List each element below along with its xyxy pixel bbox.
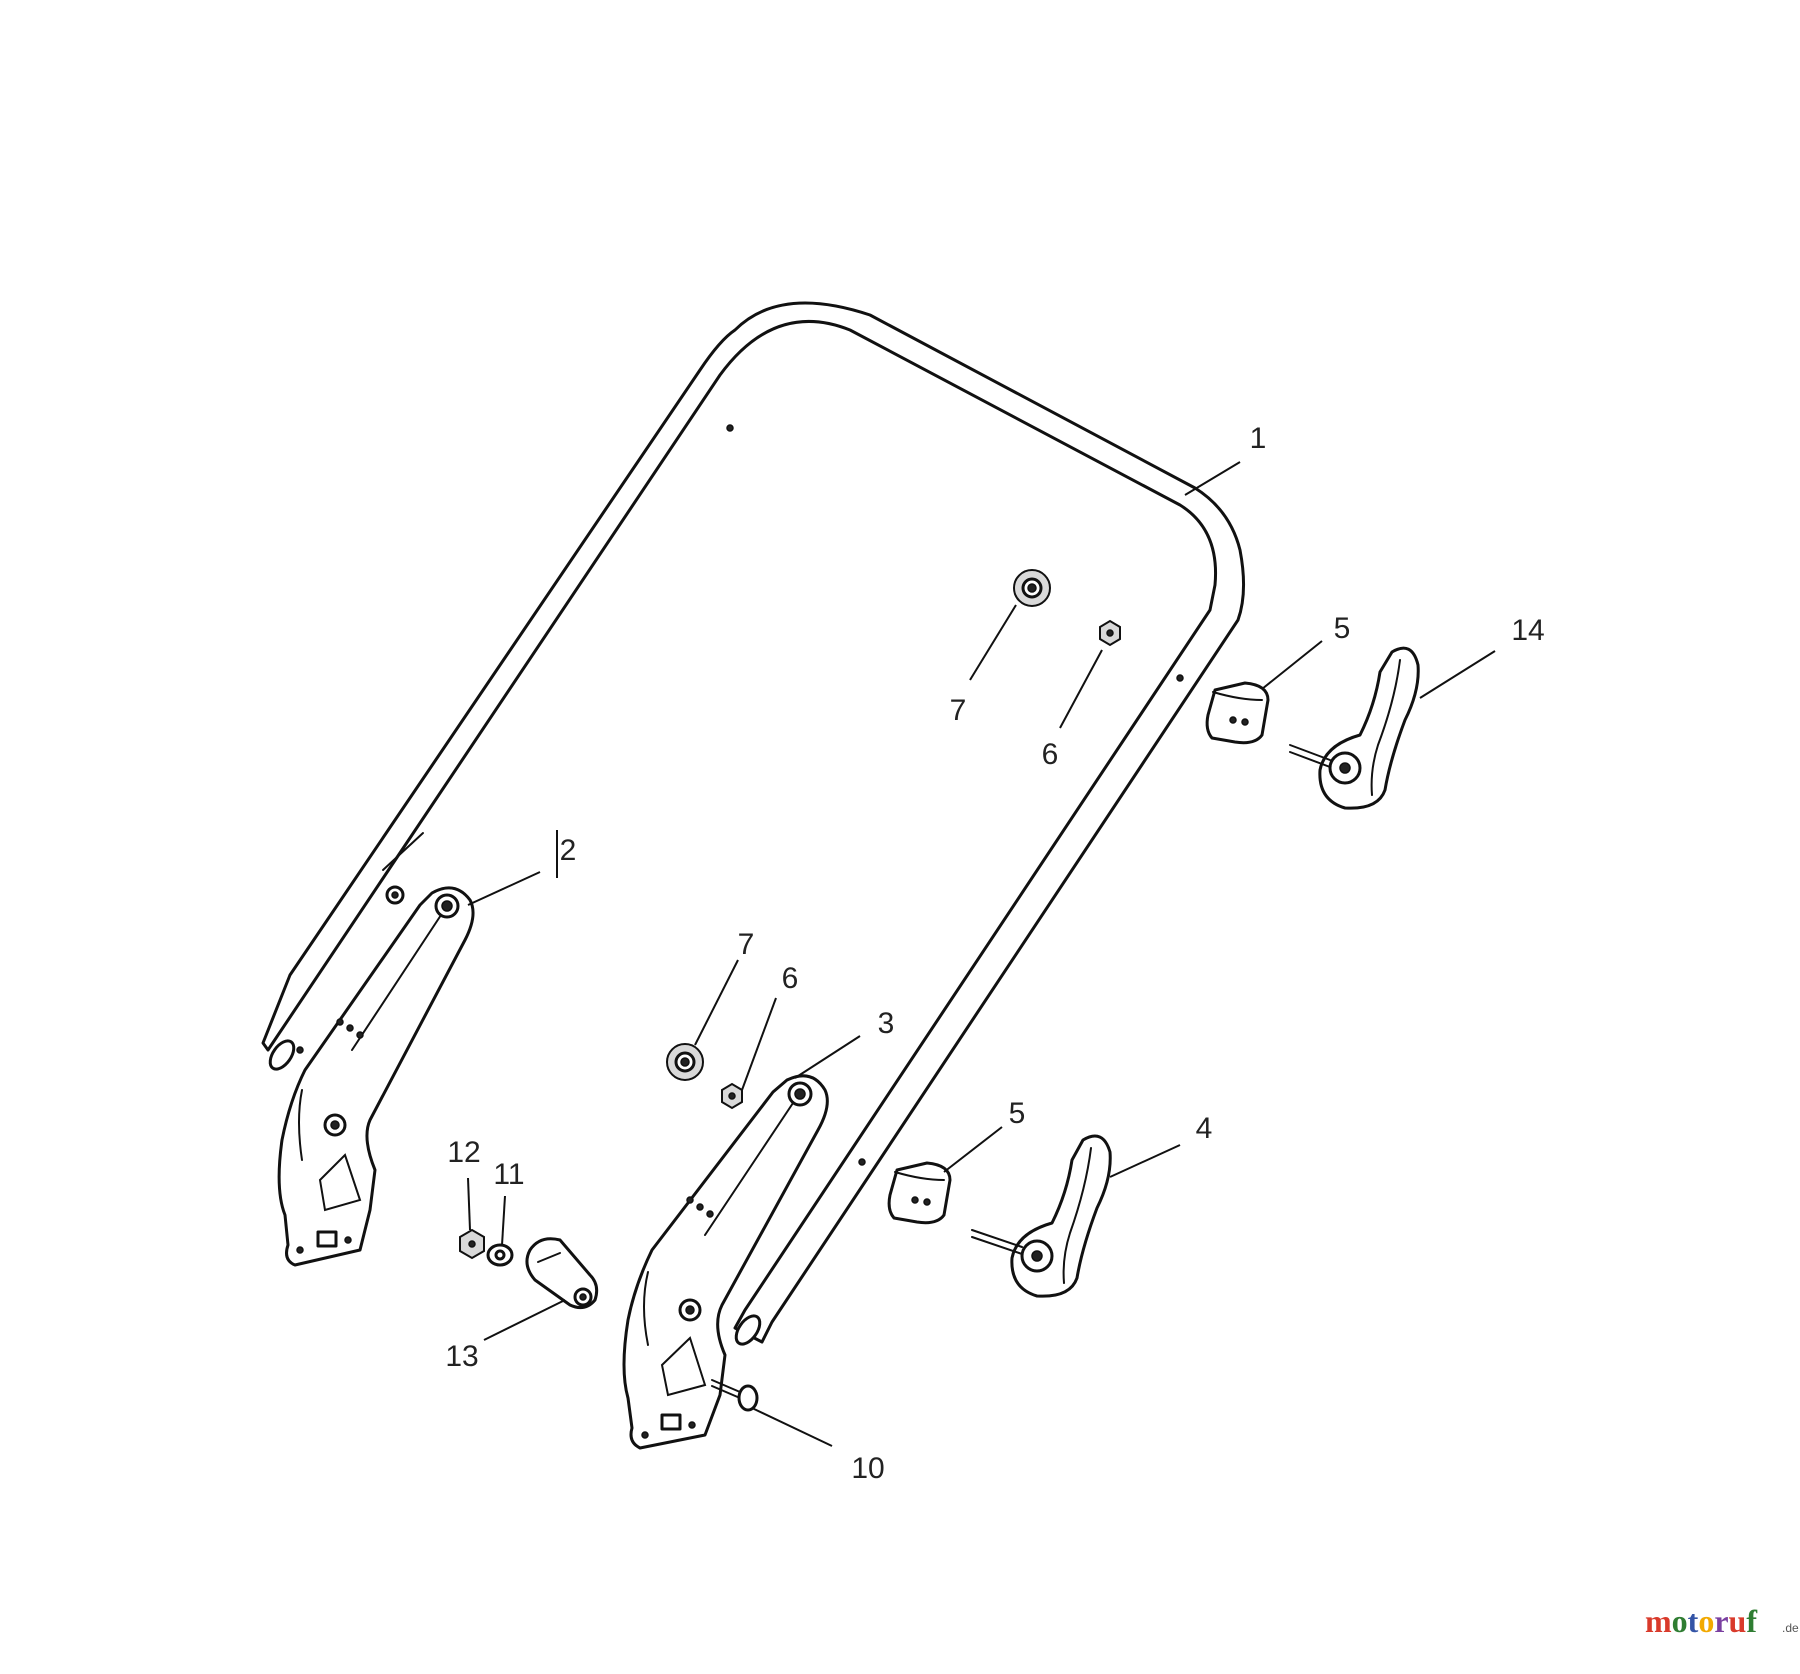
lever-part-4	[971, 1134, 1112, 1298]
callout-3: 3	[878, 1007, 895, 1040]
callout-5-upper: 5	[1334, 612, 1351, 645]
callout-11: 11	[493, 1158, 524, 1191]
leader-7-upper	[969, 604, 1017, 681]
handle-bar-part-1	[261, 301, 1246, 1346]
leader-12	[467, 1177, 471, 1231]
svg-text:motoruf: motoruf	[1645, 1603, 1757, 1639]
callout-6-upper: 6	[1042, 738, 1059, 771]
nut-part-6-upper	[1099, 619, 1121, 647]
watermark-logo: motoruf .de	[1645, 1603, 1799, 1639]
callout-1: 1	[1250, 422, 1267, 455]
right-bracket-part-3	[622, 1074, 829, 1450]
leader-1	[1184, 461, 1241, 496]
callout-5-lower: 5	[1009, 1097, 1026, 1130]
callout-6-lower: 6	[782, 962, 799, 995]
washer-part-11	[486, 1243, 514, 1267]
leader-14	[1419, 650, 1496, 699]
callout-13: 13	[445, 1340, 478, 1373]
callout-2: 2	[560, 834, 577, 867]
leader-5-lower	[943, 1126, 1003, 1173]
leader-3	[794, 1035, 861, 1079]
star-nut-part-7-lower	[666, 1043, 704, 1081]
leader-4	[1109, 1144, 1181, 1178]
callout-7-upper: 7	[950, 694, 967, 727]
screw-part-10	[711, 1379, 759, 1412]
left-bracket-part-2	[277, 886, 475, 1267]
lever-part-14	[1289, 646, 1420, 810]
callout-12: 12	[447, 1136, 480, 1169]
callout-labels: 1 2 3 4 5 5 6 6 7 7 10 11 12 13 14	[445, 422, 1544, 1485]
leader-5-upper	[1261, 640, 1323, 690]
leader-13	[483, 1299, 566, 1341]
link-arm-part-13	[525, 1237, 599, 1310]
leader-7-lower	[694, 959, 739, 1046]
star-nut-part-7-upper	[1013, 569, 1051, 607]
leader-2	[467, 871, 541, 906]
watermark-suffix: .de	[1782, 1621, 1799, 1635]
leader-6-lower	[741, 997, 777, 1091]
cam-block-part-5-lower	[887, 1161, 952, 1225]
callout-7-lower: 7	[738, 928, 755, 961]
leader-6-upper	[1059, 649, 1103, 729]
nut-part-12	[459, 1228, 485, 1260]
leader-11	[501, 1195, 506, 1246]
leader-10	[751, 1407, 833, 1447]
cam-block-part-5-upper	[1205, 681, 1270, 745]
nut-part-6-lower	[721, 1082, 743, 1110]
leader-lines	[467, 461, 1496, 1447]
callout-10: 10	[851, 1452, 884, 1485]
callout-14: 14	[1511, 614, 1544, 647]
callout-4: 4	[1196, 1112, 1213, 1145]
